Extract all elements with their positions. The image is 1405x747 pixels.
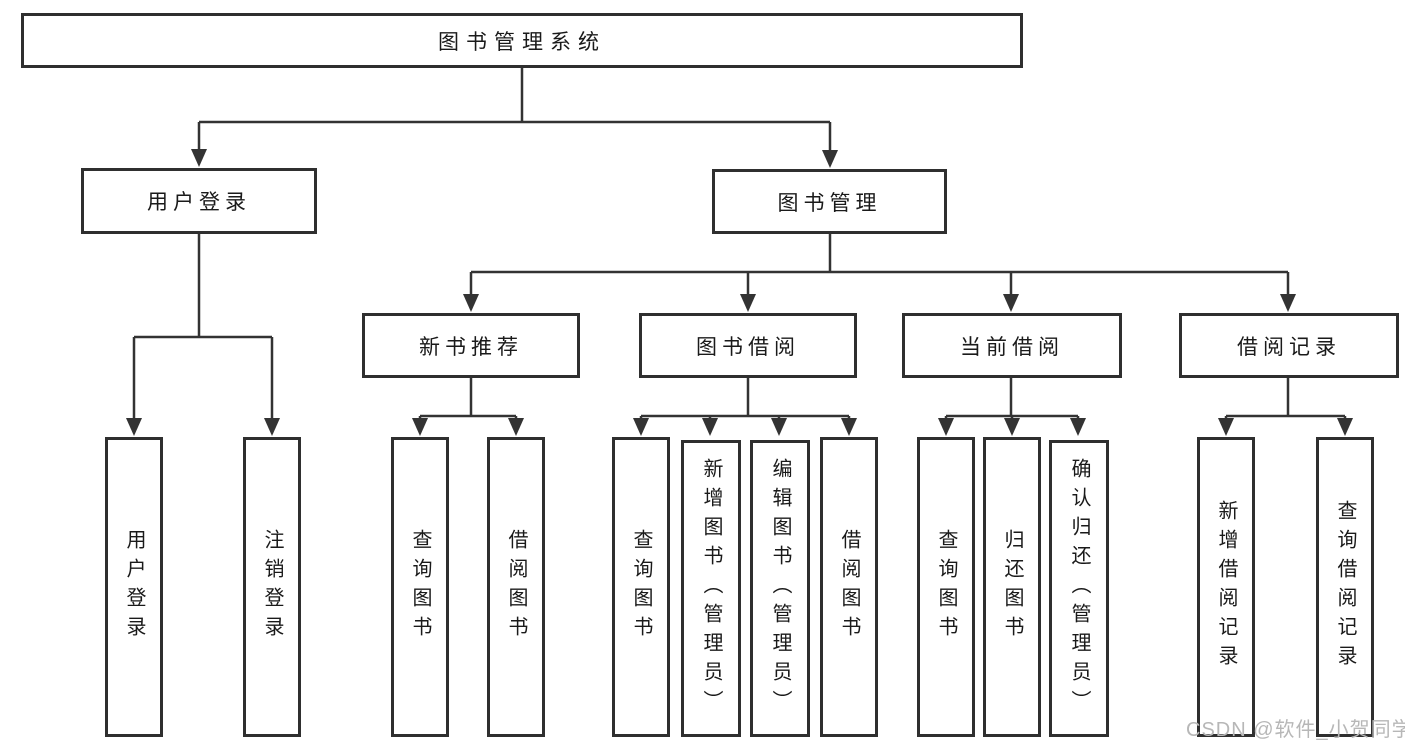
arrowheads — [126, 149, 1353, 436]
leaf-query-books-current: 查询图书 — [917, 437, 975, 737]
leaf-edit-book-admin: 编辑图书（管理员） — [750, 440, 810, 737]
leaf-query-books-borrow: 查询图书 — [612, 437, 670, 737]
leaf-borrow-books-recommend: 借阅图书 — [487, 437, 545, 737]
node-book-borrowing: 图书借阅 — [639, 313, 857, 378]
leaf-user-login: 用户登录 — [105, 437, 163, 737]
leaf-logout: 注销登录 — [243, 437, 301, 737]
node-user-login: 用户登录 — [81, 168, 317, 234]
leaf-return-books: 归还图书 — [983, 437, 1041, 737]
csdn-watermark: CSDN @软件_小贺同学 — [1186, 719, 1405, 741]
node-new-book-recommend: 新书推荐 — [362, 313, 580, 378]
node-library-system: 图书管理系统 — [21, 13, 1023, 68]
leaf-add-borrow-record: 新增借阅记录 — [1197, 437, 1255, 737]
leaf-confirm-return-admin: 确认归还（管理员） — [1049, 440, 1109, 737]
node-borrowing-records: 借阅记录 — [1179, 313, 1399, 378]
leaf-borrow-books: 借阅图书 — [820, 437, 878, 737]
node-book-management: 图书管理 — [712, 169, 947, 234]
leaf-add-book-admin: 新增图书（管理员） — [681, 440, 741, 737]
leaf-query-borrow-record: 查询借阅记录 — [1316, 437, 1374, 737]
node-current-borrowing: 当前借阅 — [902, 313, 1122, 378]
leaf-query-books-recommend: 查询图书 — [391, 437, 449, 737]
